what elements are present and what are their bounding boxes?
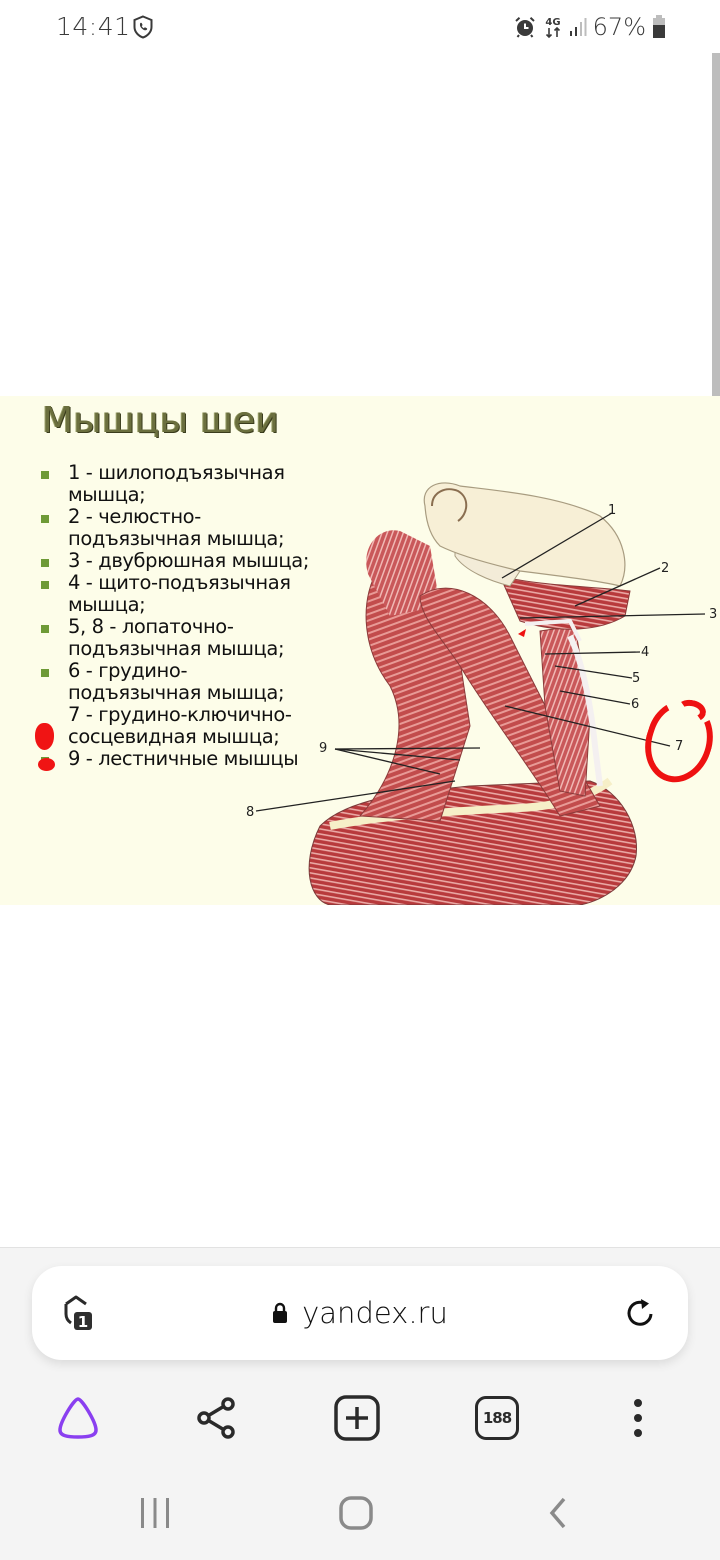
neck-muscles-illustration: 1 2 3 4 5 6 7 8 9 (246, 482, 717, 905)
diagram-label-6: 6 (631, 697, 639, 712)
legend-item: 4 - щито-подъязычная мышца; (40, 572, 310, 616)
red-exclamation-mark-top (35, 723, 54, 750)
signal-icon (569, 18, 587, 36)
alice-button[interactable] (48, 1388, 108, 1448)
bullet-icon (41, 625, 49, 633)
diagram-label-9: 9 (319, 741, 327, 756)
diagram-label-3: 3 (709, 607, 717, 622)
recent-apps-icon (141, 1498, 169, 1528)
menu-button[interactable] (608, 1388, 668, 1448)
legend-item: 3 - двубрюшная мышца; (40, 550, 310, 572)
shield-call-icon (133, 15, 153, 39)
share-button[interactable] (187, 1388, 247, 1448)
diagram-label-2: 2 (661, 561, 669, 576)
new-tab-button[interactable] (327, 1388, 387, 1448)
home-button[interactable] (326, 1478, 386, 1548)
system-navigation-bar (0, 1478, 720, 1548)
alice-icon (58, 1397, 98, 1439)
tabs-button[interactable]: 188 (467, 1388, 527, 1448)
bullet-icon (41, 559, 49, 567)
neck-muscles-image: 1 2 3 4 5 6 7 8 9 Мышцы шеи 1 - шилоподъ… (0, 396, 720, 905)
muscle-legend: 1 - шилоподъязычная мышца; 2 - челюстно-… (40, 462, 310, 770)
browser-bottom-panel: 1 yandex.ru (0, 1247, 720, 1560)
tabs-count-badge: 188 (475, 1396, 519, 1440)
bullet-icon (41, 581, 49, 589)
legend-item-highlighted: 7 - грудино-ключично-сосцевидная мышца; (68, 703, 292, 748)
back-button[interactable] (528, 1478, 588, 1548)
legend-item: 1 - шилоподъязычная мышца; (40, 462, 310, 506)
figure-title: Мышцы шеи (42, 400, 280, 441)
url-text: yandex.ru (302, 1296, 448, 1330)
legend-item: 6 - грудино-подъязычная мышца; (40, 660, 310, 704)
battery-icon (653, 15, 665, 38)
page-scrollbar[interactable] (712, 53, 720, 403)
address-bar[interactable]: 1 yandex.ru (32, 1266, 688, 1360)
diagram-label-8: 8 (246, 805, 254, 820)
diagram-label-7: 7 (675, 739, 683, 754)
diagram-label-1: 1 (608, 503, 616, 518)
browser-toolbar: 188 (0, 1388, 720, 1448)
bullet-icon (41, 471, 49, 479)
more-vertical-icon (634, 1399, 642, 1437)
lock-icon (273, 1302, 288, 1323)
protect-shield-icon[interactable]: 1 (62, 1294, 104, 1336)
tracker-count: 1 (78, 1313, 88, 1331)
reload-icon[interactable] (622, 1296, 658, 1332)
plus-square-icon (334, 1395, 380, 1441)
status-bar: 14:41 4G 67% (0, 0, 720, 54)
network-type: 4G (545, 17, 560, 28)
bullet-icon (41, 515, 49, 523)
red-exclamation-mark-dot (38, 758, 55, 771)
back-chevron-icon (549, 1497, 566, 1529)
alarm-icon (514, 17, 535, 38)
legend-item: 5, 8 - лопаточно-подъязычная мышца; (40, 616, 310, 660)
diagram-label-4: 4 (641, 645, 649, 660)
4g-data-icon: 4G (545, 17, 560, 39)
recent-apps-button[interactable] (125, 1478, 185, 1548)
diagram-label-5: 5 (632, 671, 640, 686)
bullet-icon (41, 669, 49, 677)
url-display[interactable]: yandex.ru (32, 1296, 688, 1330)
status-icons: 4G 67% (513, 12, 666, 42)
web-page-content[interactable]: 1 2 3 4 5 6 7 8 9 Мышцы шеи 1 - шилоподъ… (0, 53, 720, 1247)
battery-percent: 67% (592, 13, 646, 41)
legend-item: 2 - челюстно-подъязычная мышца; (40, 506, 310, 550)
share-icon (197, 1397, 235, 1439)
status-time: 14:41 (56, 12, 131, 41)
home-icon (339, 1496, 373, 1530)
legend-item: 9 - лестничные мышцы (40, 748, 310, 770)
